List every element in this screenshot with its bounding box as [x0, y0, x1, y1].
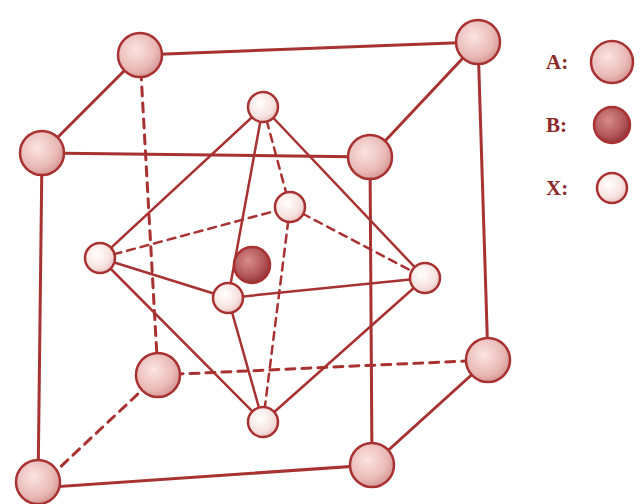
atoms [16, 20, 510, 504]
legend-label: B: [546, 115, 567, 136]
legend-label: X: [546, 178, 568, 199]
legend-samples [591, 41, 633, 203]
legend-label: A: [546, 52, 568, 73]
cube-edges [38, 42, 488, 488]
octahedron-edges [100, 107, 425, 422]
